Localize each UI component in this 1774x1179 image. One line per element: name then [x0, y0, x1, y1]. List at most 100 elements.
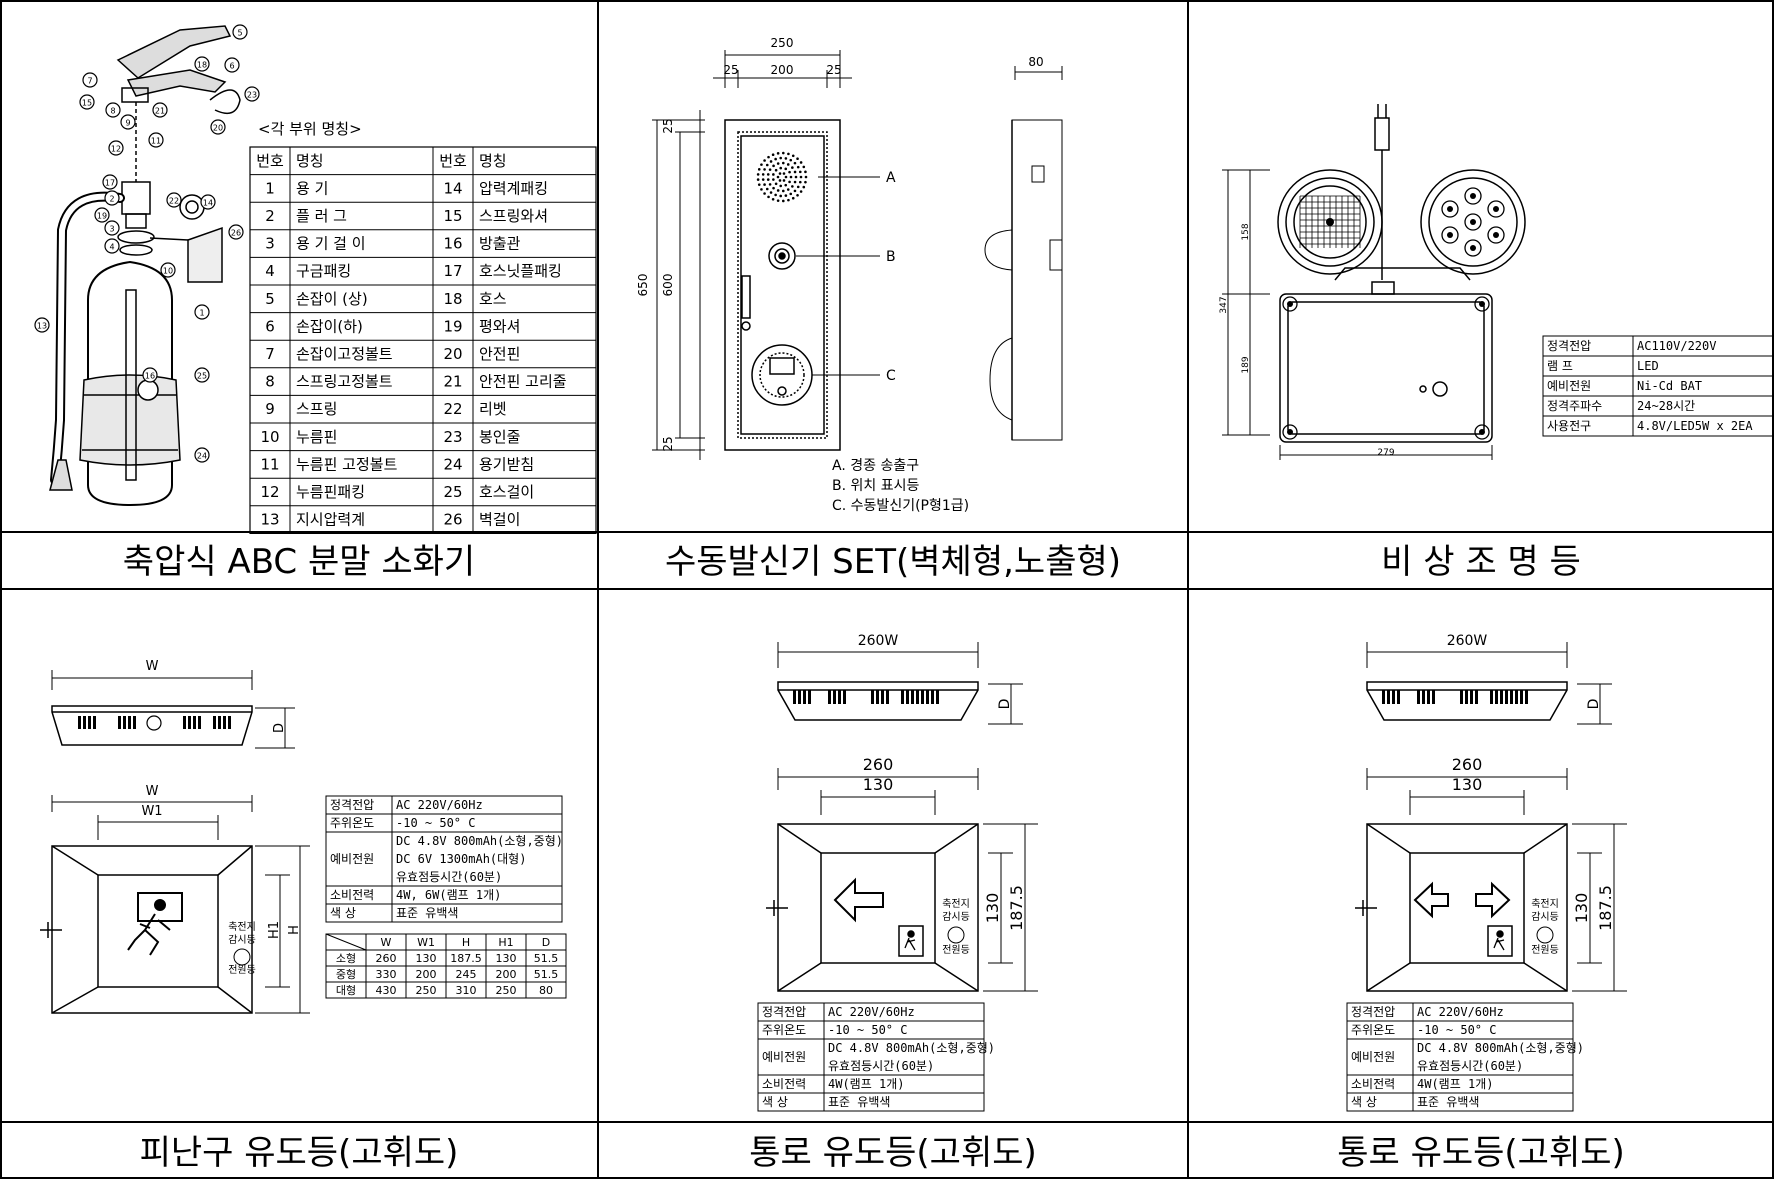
part-name: 손잡이(하)	[296, 317, 363, 335]
part-name: 용기받침	[479, 455, 534, 473]
dim-130-v: 130	[983, 893, 1002, 924]
part-callouts: 1234567891011121314151617181920212223242…	[34, 24, 260, 463]
dim-250: 250	[771, 36, 794, 50]
size-cell: 200	[496, 968, 517, 981]
arrow-left-icon	[1413, 881, 1449, 919]
callout-9: 9	[120, 114, 136, 130]
part-no: 7	[265, 345, 275, 363]
spec-value: 유효점등시간(60분)	[396, 870, 502, 884]
spec-label: 색 상	[762, 1095, 788, 1109]
badge-lamp-icon	[947, 926, 965, 944]
callout-21: 21	[152, 102, 168, 118]
body-screws	[1282, 296, 1490, 440]
dim-260w: 260W	[1447, 633, 1488, 649]
th-name: 명칭	[296, 152, 324, 170]
callout-2: 2	[104, 190, 120, 206]
bell-outlet-grille	[756, 151, 808, 203]
callout-5: 5	[232, 24, 248, 40]
label-c: C	[886, 368, 896, 384]
transmitter-leaders	[796, 176, 880, 376]
transmitter-components	[741, 242, 813, 406]
part-name: 리벳	[479, 400, 507, 418]
callout-3: 3	[104, 220, 120, 236]
dim-260: 260	[863, 755, 894, 774]
dim-w1: W1	[141, 804, 162, 819]
spec-value: DC 4.8V 800mAh(소형,중형)	[396, 834, 563, 848]
part-name: 누름핀패킹	[296, 483, 365, 501]
callout-12: 12	[108, 140, 124, 156]
size-cell: 대형	[336, 984, 356, 997]
part-no: 14	[443, 179, 462, 197]
spec-value: -10 ~ 50° C	[396, 816, 475, 830]
label-a: A	[886, 170, 896, 186]
part-no: 24	[443, 455, 462, 473]
size-cell: 187.5	[450, 952, 482, 965]
svg-text:8: 8	[110, 107, 115, 116]
svg-text:15: 15	[82, 99, 92, 108]
dim-h: H	[287, 925, 302, 935]
spec-label: 정격전압	[330, 798, 374, 812]
part-no: 8	[265, 373, 275, 391]
svg-text:11: 11	[151, 137, 161, 146]
callout-11: 11	[148, 132, 164, 148]
title-extinguisher: 축압식 ABC 분말 소화기	[123, 542, 475, 582]
dim-130-v: 130	[1572, 893, 1591, 924]
part-no: 4	[265, 262, 275, 280]
spec-label: 정격전압	[762, 1005, 806, 1019]
callout-19: 19	[94, 207, 110, 223]
dim-w-top: W	[146, 659, 159, 674]
spec-label: 소비전력	[330, 888, 374, 902]
emergency-light-drawing	[1277, 104, 1526, 443]
part-name: 스프링와셔	[479, 207, 548, 225]
part-name: 누름핀 고정볼트	[296, 455, 398, 473]
svg-text:17: 17	[105, 179, 115, 188]
spec-value: DC 4.8V 800mAh(소형,중형)	[828, 1041, 995, 1055]
part-name: 손잡이고정볼트	[296, 345, 393, 363]
arrow-right-icon	[1475, 881, 1511, 919]
part-no: 19	[443, 317, 462, 335]
part-name: 지시압력계	[296, 511, 365, 529]
part-name: 방출관	[479, 235, 521, 253]
size-cell: D	[542, 936, 550, 949]
panel-titles: 축압식 ABC 분말 소화기 수동발신기 SET(벽체형,노출형) 비 상 조 …	[123, 542, 1625, 1173]
callout-26: 26	[228, 224, 244, 240]
indicator-lamp	[1432, 381, 1448, 397]
size-cell: 51.5	[534, 952, 559, 965]
dim-189: 189	[1241, 356, 1251, 373]
spec-value: 4W(램프 1개)	[1417, 1077, 1493, 1091]
dim-80: 80	[1028, 55, 1043, 69]
badge-monitor: 감시등	[1531, 911, 1559, 923]
spec-label: 사용전구	[1547, 419, 1591, 433]
part-name: 압력계패킹	[479, 179, 548, 197]
svg-text:19: 19	[97, 212, 107, 221]
dim-d: D	[997, 699, 1013, 710]
exit-icon	[1487, 925, 1513, 957]
svg-text:2: 2	[109, 195, 114, 204]
size-cell: 소형	[336, 952, 356, 965]
spec-value: 4W(램프 1개)	[828, 1077, 904, 1091]
spec-value: 4W, 6W(램프 1개)	[396, 888, 501, 902]
part-no: 10	[260, 428, 279, 446]
svg-text:5: 5	[237, 29, 242, 38]
spec-label: 예비전원	[1351, 1050, 1395, 1064]
dim-d: D	[272, 723, 287, 733]
part-name: 안전핀	[479, 345, 520, 363]
svg-text:14: 14	[203, 199, 213, 208]
dim-158: 158	[1241, 223, 1251, 240]
spec-value: AC 220V/60Hz	[396, 798, 483, 812]
svg-text:23: 23	[247, 91, 257, 100]
part-name: 용 기	[296, 179, 328, 197]
callout-24: 24	[194, 447, 210, 463]
led-cluster-right	[1441, 187, 1505, 257]
size-cell: W	[381, 936, 392, 949]
spec-value: 표준 유백색	[828, 1095, 890, 1109]
handle-upper	[116, 25, 232, 79]
spec-label: 예비전원	[762, 1050, 806, 1064]
spec-label: 주위온도	[1351, 1023, 1395, 1037]
spec-label: 정격주파수	[1547, 399, 1602, 413]
part-no: 11	[260, 455, 279, 473]
